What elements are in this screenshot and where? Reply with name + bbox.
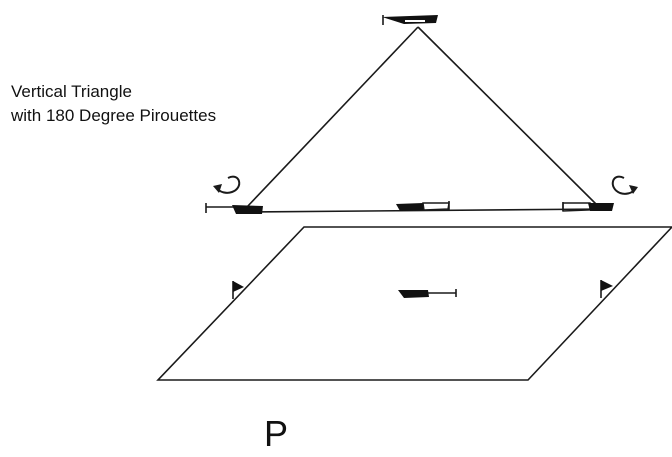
ground-plane — [156, 226, 672, 381]
flag-marker-right-icon — [600, 280, 613, 298]
station-label: P — [264, 413, 289, 454]
rotation-arrow-right-icon — [611, 175, 638, 195]
flag-marker-left-icon — [232, 281, 244, 299]
rotation-arrow-left-icon — [213, 175, 241, 194]
aircraft-apex-icon — [382, 15, 438, 25]
caption-line-2: with 180 Degree Pirouettes — [11, 106, 217, 125]
caption-line-1: Vertical Triangle — [11, 82, 132, 101]
aircraft-right-corner-icon — [562, 202, 614, 212]
maneuver-caption: Vertical Triangle with 180 Degree Piroue… — [11, 80, 216, 128]
triangle-left-leg — [245, 26, 419, 209]
aircraft-plane-center-icon — [398, 289, 457, 298]
aircraft-base-center-icon — [396, 201, 450, 211]
triangle-right-leg — [417, 26, 599, 207]
aircraft-left-corner-icon — [205, 203, 263, 214]
vertical-triangle — [245, 26, 607, 213]
